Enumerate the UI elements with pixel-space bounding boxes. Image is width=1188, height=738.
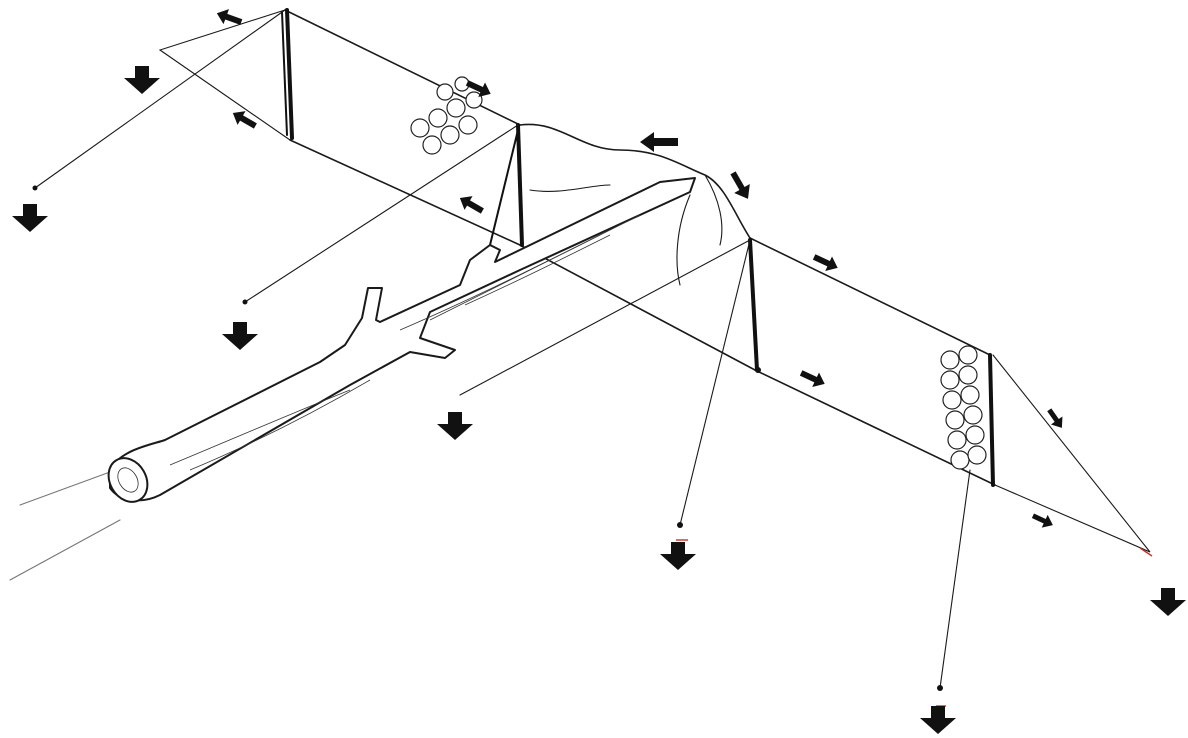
pole-1 bbox=[287, 10, 292, 138]
arrow-icon bbox=[229, 106, 260, 133]
down-arrow-icon bbox=[12, 204, 48, 232]
net-frame-lines bbox=[285, 10, 995, 485]
ground-lines bbox=[10, 472, 120, 580]
down-arrow-icon bbox=[660, 542, 696, 570]
tension-arrows bbox=[214, 6, 1068, 532]
arrow-icon bbox=[1044, 406, 1068, 432]
log bbox=[101, 178, 695, 509]
pole-2 bbox=[518, 125, 522, 245]
arrow-icon bbox=[811, 250, 841, 275]
down-arrow-icon bbox=[222, 322, 258, 350]
guy-lines bbox=[33, 10, 1153, 706]
down-arrow-icon bbox=[1150, 588, 1186, 616]
arrow-icon bbox=[725, 168, 756, 203]
down-arrow-icon bbox=[437, 412, 473, 440]
net-mesh-icon bbox=[411, 77, 482, 154]
net-mesh-icon bbox=[941, 346, 986, 469]
net-poles bbox=[282, 10, 993, 485]
ground-arrows bbox=[12, 66, 1186, 734]
arrow-icon bbox=[214, 6, 244, 30]
arrow-icon bbox=[640, 132, 678, 152]
arrow-icon bbox=[798, 366, 828, 391]
arrow-icon bbox=[1030, 509, 1056, 531]
pole-4 bbox=[990, 355, 993, 485]
pole-3 bbox=[750, 240, 757, 370]
arrow-icon bbox=[456, 191, 487, 218]
down-arrow-icon bbox=[920, 706, 956, 734]
down-arrow-icon bbox=[124, 66, 160, 94]
